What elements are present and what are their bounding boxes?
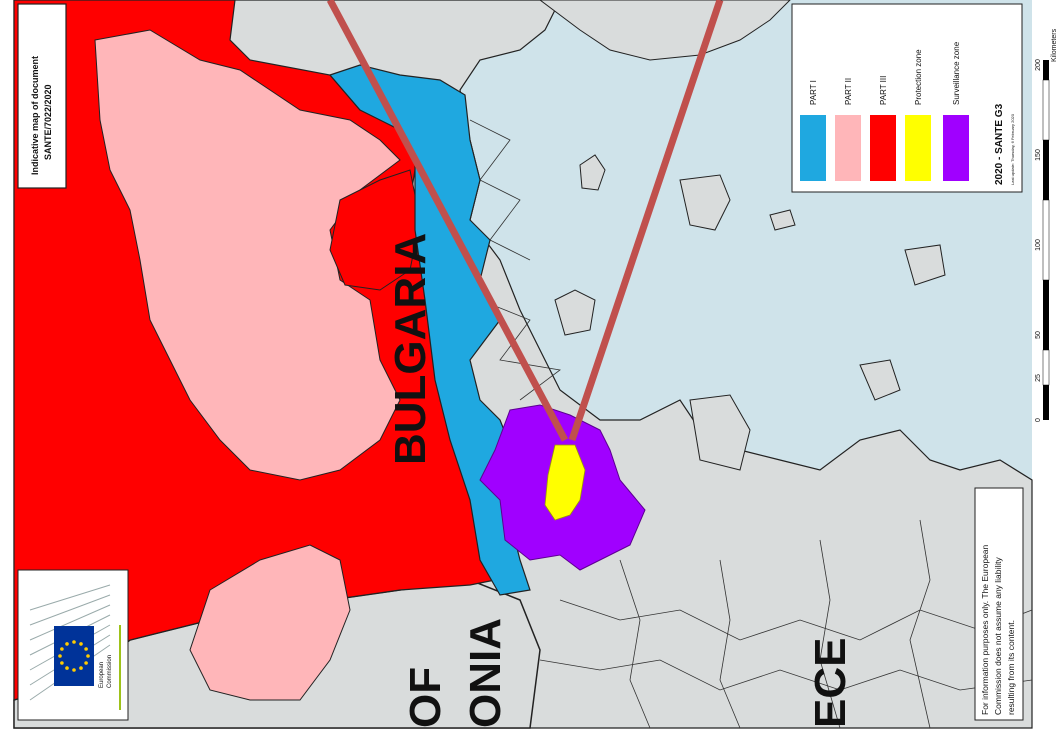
scale-tick-2: 50 xyxy=(1035,331,1042,339)
scale-bar xyxy=(1042,60,1050,420)
municipality-borders xyxy=(469,119,1033,729)
eu-star xyxy=(60,647,64,651)
scale-ticks: 0 25 50 100 150 200 xyxy=(1035,59,1042,422)
logo-line-1: European xyxy=(99,662,105,688)
eu-star xyxy=(79,666,83,670)
island-5 xyxy=(859,359,901,401)
legend-swatch-3 xyxy=(905,115,931,181)
scale-tick-3: 100 xyxy=(1035,239,1042,251)
eu-star xyxy=(84,661,88,665)
legend-swatch-1 xyxy=(835,115,861,181)
zone-protection xyxy=(544,444,586,521)
disclaimer-line-3: resulting from its content. xyxy=(1006,620,1016,715)
eu-star xyxy=(72,640,76,644)
island-1 xyxy=(579,154,606,191)
legend-items: PART I PART II PART III Protection zone Surv… xyxy=(800,41,969,181)
scale-tick-0: 0 xyxy=(1035,418,1042,422)
island-3 xyxy=(679,174,731,231)
label-onia: ONIA xyxy=(461,618,510,728)
island-4 xyxy=(904,244,946,286)
eu-star xyxy=(65,666,69,670)
scale-tick-4: 150 xyxy=(1035,149,1042,161)
eu-star xyxy=(84,647,88,651)
legend-swatch-2 xyxy=(870,115,896,181)
disclaimer-line-2: Commission does not assume any liability xyxy=(993,556,1003,715)
zone-part-ii-north xyxy=(94,29,401,481)
island-2 xyxy=(554,289,596,336)
label-of: OF xyxy=(401,667,450,728)
legend-swatch-0 xyxy=(800,115,826,181)
eu-star xyxy=(79,642,83,646)
island-6 xyxy=(769,209,796,231)
disclaimer-box xyxy=(974,487,1024,721)
legend-swatch-4 xyxy=(943,115,969,181)
legend-label-2: PART III xyxy=(879,76,888,105)
legend-label-1: PART II xyxy=(844,78,853,105)
zone-part-ii-south xyxy=(189,544,351,701)
eu-star xyxy=(60,661,64,665)
pointer-line-left xyxy=(326,0,569,442)
document-box xyxy=(17,3,67,189)
scale-unit: Kilometers xyxy=(1051,28,1058,62)
peninsula-right xyxy=(689,394,751,471)
label-ece: ECE xyxy=(806,638,855,728)
legend-label-0: PART I xyxy=(809,80,818,105)
eu-star xyxy=(86,654,90,658)
scale-tick-5: 200 xyxy=(1035,59,1042,71)
scale-tick-1: 25 xyxy=(1035,374,1042,382)
legend-update: Last update: Thursday, 6 February 2020 xyxy=(1010,113,1015,185)
legend-label-3: Protection zone xyxy=(914,49,923,105)
legend-title: 2020 - SANTE G3 xyxy=(994,103,1005,185)
eu-stars-icon xyxy=(58,640,90,672)
label-bulgaria: BULGARIA xyxy=(386,233,435,465)
logo-line-2: Commission xyxy=(107,655,113,688)
document-line-2: SANTE/7022/2020 xyxy=(43,84,53,160)
disclaimer-line-1: For information purposes only. The Europ… xyxy=(980,544,990,715)
eu-star xyxy=(72,668,76,672)
legend-label-4: Surveillance zone xyxy=(952,41,961,105)
eu-star xyxy=(58,654,62,658)
eu-star xyxy=(65,642,69,646)
document-line-1: Indicative map of document xyxy=(30,56,40,175)
pointer-line-right xyxy=(568,0,724,442)
zone-part-iii-pocket xyxy=(329,169,421,291)
